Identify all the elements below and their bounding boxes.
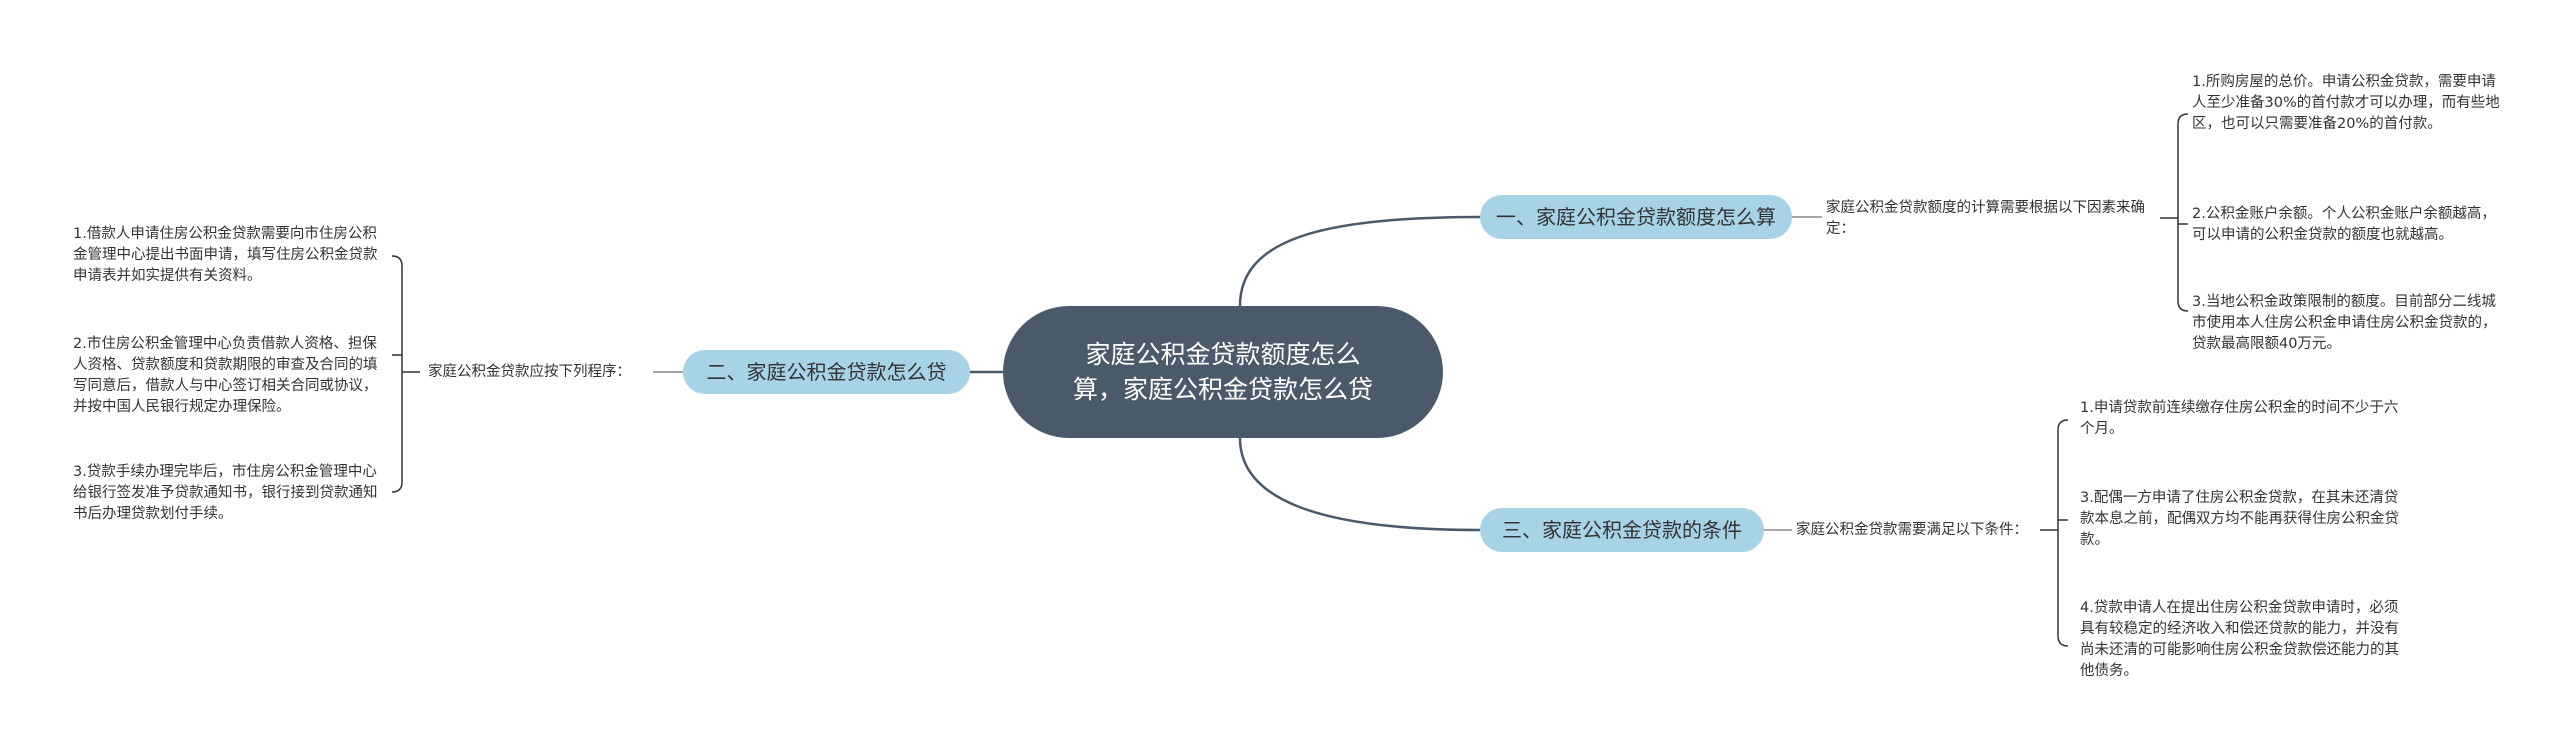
- branch-3-item-2[interactable]: 3.配偶一方申请了住房公积金贷款，在其未还清贷款本息之前，配偶双方均不能再获得住…: [2080, 490, 2399, 548]
- link-root-branch-3: [1238, 437, 1481, 532]
- branch-1-item-1[interactable]: 1.所购房屋的总价。申请公积金贷款，需要申请人至少准备30%的首付款才可以办理，…: [2192, 74, 2500, 132]
- branch-1-topic[interactable]: 一、家庭公积金贷款额度怎么算: [1480, 195, 1792, 239]
- branch-2-intro[interactable]: 家庭公积金贷款应按下列程序：: [428, 364, 631, 380]
- branch-3-intro[interactable]: 家庭公积金贷款需要满足以下条件：: [1796, 522, 2028, 538]
- branch-2-item-1[interactable]: 1.借款人申请住房公积金贷款需要向市住房公积金管理中心提出书面申请，填写住房公积…: [73, 226, 378, 284]
- link-root-branch-1: [1238, 215, 1481, 307]
- root-title: 家庭公积金贷款额度怎么算，家庭公积金贷款怎么贷: [1073, 340, 1374, 404]
- branch-2-item-3[interactable]: 3.贷款手续办理完毕后，市住房公积金管理中心给银行签发准予贷款通知书，银行接到贷…: [73, 464, 378, 522]
- root-topic[interactable]: 家庭公积金贷款额度怎么算，家庭公积金贷款怎么贷: [1003, 306, 1443, 438]
- branch-2-item-2[interactable]: 2.市住房公积金管理中心负责借款人资格、担保人资格、贷款额度和贷款期限的审查及合…: [73, 336, 378, 415]
- bracket-branch-2: [391, 255, 420, 493]
- branch-1-intro[interactable]: 家庭公积金贷款额度的计算需要根据以下因素来确定：: [1826, 200, 2145, 237]
- branch-1-item-3[interactable]: 3.当地公积金政策限制的额度。目前部分二线城市使用本人住房公积金申请住房公积金贷…: [2192, 294, 2497, 352]
- branch-1-item-2[interactable]: 2.公积金账户余额。个人公积金账户余额越高，可以申请的公积金贷款的额度也就越高。: [2192, 206, 2496, 243]
- bracket-branch-3: [2040, 419, 2069, 647]
- branch-3-topic[interactable]: 三、家庭公积金贷款的条件: [1480, 508, 1764, 552]
- branch-3-item-3[interactable]: 4.贷款申请人在提出住房公积金贷款申请时，必须具有较稳定的经济收入和偿还贷款的能…: [2080, 600, 2399, 679]
- branch-3-item-1[interactable]: 1.申请贷款前连续缴存住房公积金的时间不少于六个月。: [2080, 400, 2399, 437]
- bracket-branch-1: [2160, 113, 2189, 312]
- branch-2-topic[interactable]: 二、家庭公积金贷款怎么贷: [683, 350, 970, 394]
